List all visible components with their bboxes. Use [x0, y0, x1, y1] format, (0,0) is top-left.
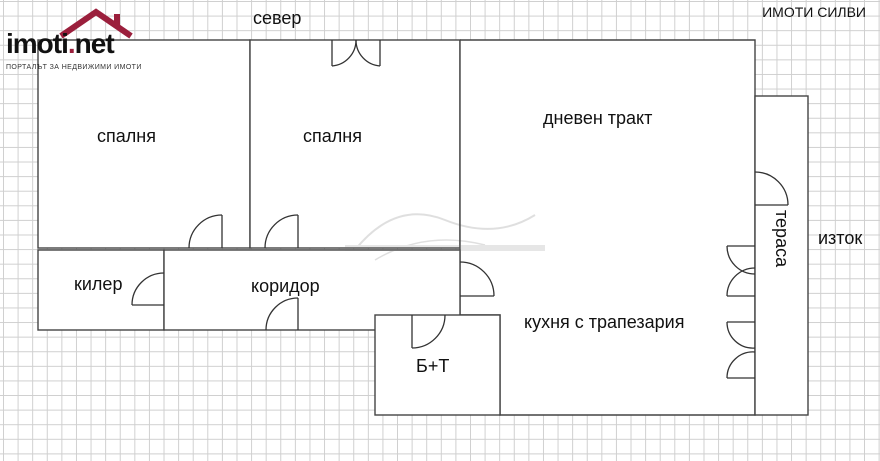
door-terrace-middle [726, 245, 756, 297]
logo-text-dot: . [67, 28, 76, 59]
wall-terrace [754, 95, 809, 416]
agency-name: ИМОТИ СИЛВИ [762, 4, 866, 20]
wall-pantry [37, 249, 165, 331]
door-bathroom [411, 314, 446, 349]
door-pantry [131, 272, 165, 306]
room-label-bedroom-2: спалня [303, 126, 362, 146]
door-corridor [265, 297, 299, 331]
room-label-terrace: тераса [772, 210, 792, 268]
logo [6, 8, 171, 83]
house-roof-icon [59, 8, 133, 39]
wall-bedroom-1 [37, 39, 251, 249]
room-label-bedroom-1: спалня [97, 126, 156, 146]
watermark-logo-icon [345, 213, 545, 261]
wall-bedroom-2 [249, 39, 461, 249]
logo-text-tld: net [74, 28, 115, 59]
door-terrace-lower [726, 321, 756, 379]
room-label-living: дневен тракт [543, 108, 653, 128]
door-north [331, 39, 381, 67]
room-label-kitchen: кухня с трапезария [524, 312, 685, 332]
door-bedroom-1 [188, 214, 223, 249]
logo-wordmark: imoti.net [6, 28, 115, 60]
compass-east-label: изток [818, 228, 863, 248]
wall-bathroom [374, 314, 501, 416]
compass-north-label: север [253, 8, 302, 28]
room-label-bathroom: Б+Т [416, 356, 450, 376]
logo-tagline: ПОРТАЛЪТ ЗА НЕДВИЖИМИ ИМОТИ [6, 64, 142, 71]
room-label-pantry: килер [74, 274, 123, 294]
door-bedroom-2 [264, 214, 299, 249]
logo-text-main: imoti [6, 28, 69, 59]
door-terrace-upper [754, 171, 789, 206]
door-living [459, 261, 495, 297]
room-label-corridor: коридор [251, 276, 320, 296]
